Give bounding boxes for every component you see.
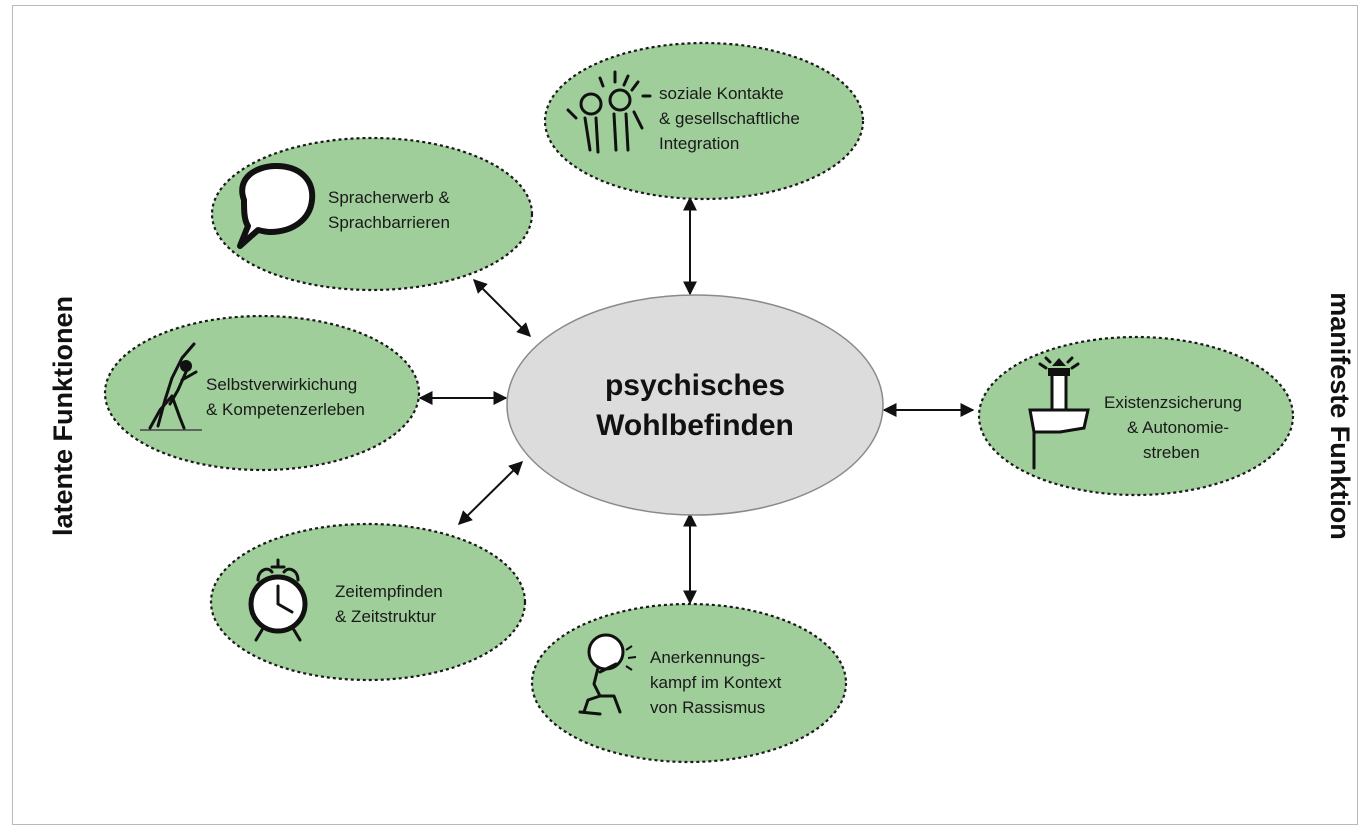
- center-title-line1: psychisches: [605, 369, 785, 402]
- time-line1: Zeitempfinden: [335, 582, 443, 601]
- node-recognition: Anerkennungs- kampf im Kontext von Rassi…: [530, 602, 848, 764]
- lighthouse-icon: [1028, 356, 1090, 470]
- center-title-line2: Wohlbefinden: [596, 409, 794, 442]
- people-icon: [566, 70, 652, 154]
- language-line2: Sprachbarrieren: [328, 213, 450, 232]
- left-side-label: latente Funktionen: [48, 296, 78, 536]
- node-language: Spracherwerb & Sprachbarrieren: [210, 136, 534, 292]
- functions-diagram: psychisches Wohlbefinden soziale Kontakt…: [48, 41, 1355, 764]
- connectors: [418, 196, 975, 605]
- language-line1: Spracherwerb &: [328, 188, 451, 207]
- social-line2: & gesellschaftliche: [659, 109, 800, 128]
- burden-carrier-icon: [578, 633, 637, 716]
- center-node: psychisches Wohlbefinden: [506, 294, 884, 516]
- node-social-contacts: soziale Kontakte & gesellschaftliche Int…: [543, 41, 865, 201]
- recognition-line3: von Rassismus: [650, 698, 765, 717]
- alarm-clock-icon: [248, 558, 308, 642]
- recognition-line1: Anerkennungs-: [650, 648, 765, 667]
- speech-bubble-icon: [237, 163, 316, 249]
- social-line1: soziale Kontakte: [659, 84, 784, 103]
- recognition-line2: kampf im Kontext: [650, 673, 782, 692]
- self-line1: Selbstverwirkichung: [206, 375, 357, 394]
- node-time: Zeitempfinden & Zeitstruktur: [209, 522, 527, 682]
- climber-icon: [140, 342, 202, 431]
- time-line2: & Zeitstruktur: [335, 607, 436, 626]
- connector-language: [473, 279, 531, 337]
- right-side-label: manifeste Funktion: [1325, 292, 1355, 540]
- connector-time: [458, 461, 523, 525]
- existence-line1: Existenzsicherung: [1104, 393, 1242, 412]
- social-line3: Integration: [659, 134, 739, 153]
- node-self-actualization: Selbstverwirkichung & Kompetenzerleben: [103, 314, 421, 472]
- existence-line3: streben: [1143, 443, 1200, 462]
- existence-line2: & Autonomie-: [1127, 418, 1229, 437]
- self-line2: & Kompetenzerleben: [206, 400, 365, 419]
- node-existence: Existenzsicherung & Autonomie- streben: [977, 335, 1295, 497]
